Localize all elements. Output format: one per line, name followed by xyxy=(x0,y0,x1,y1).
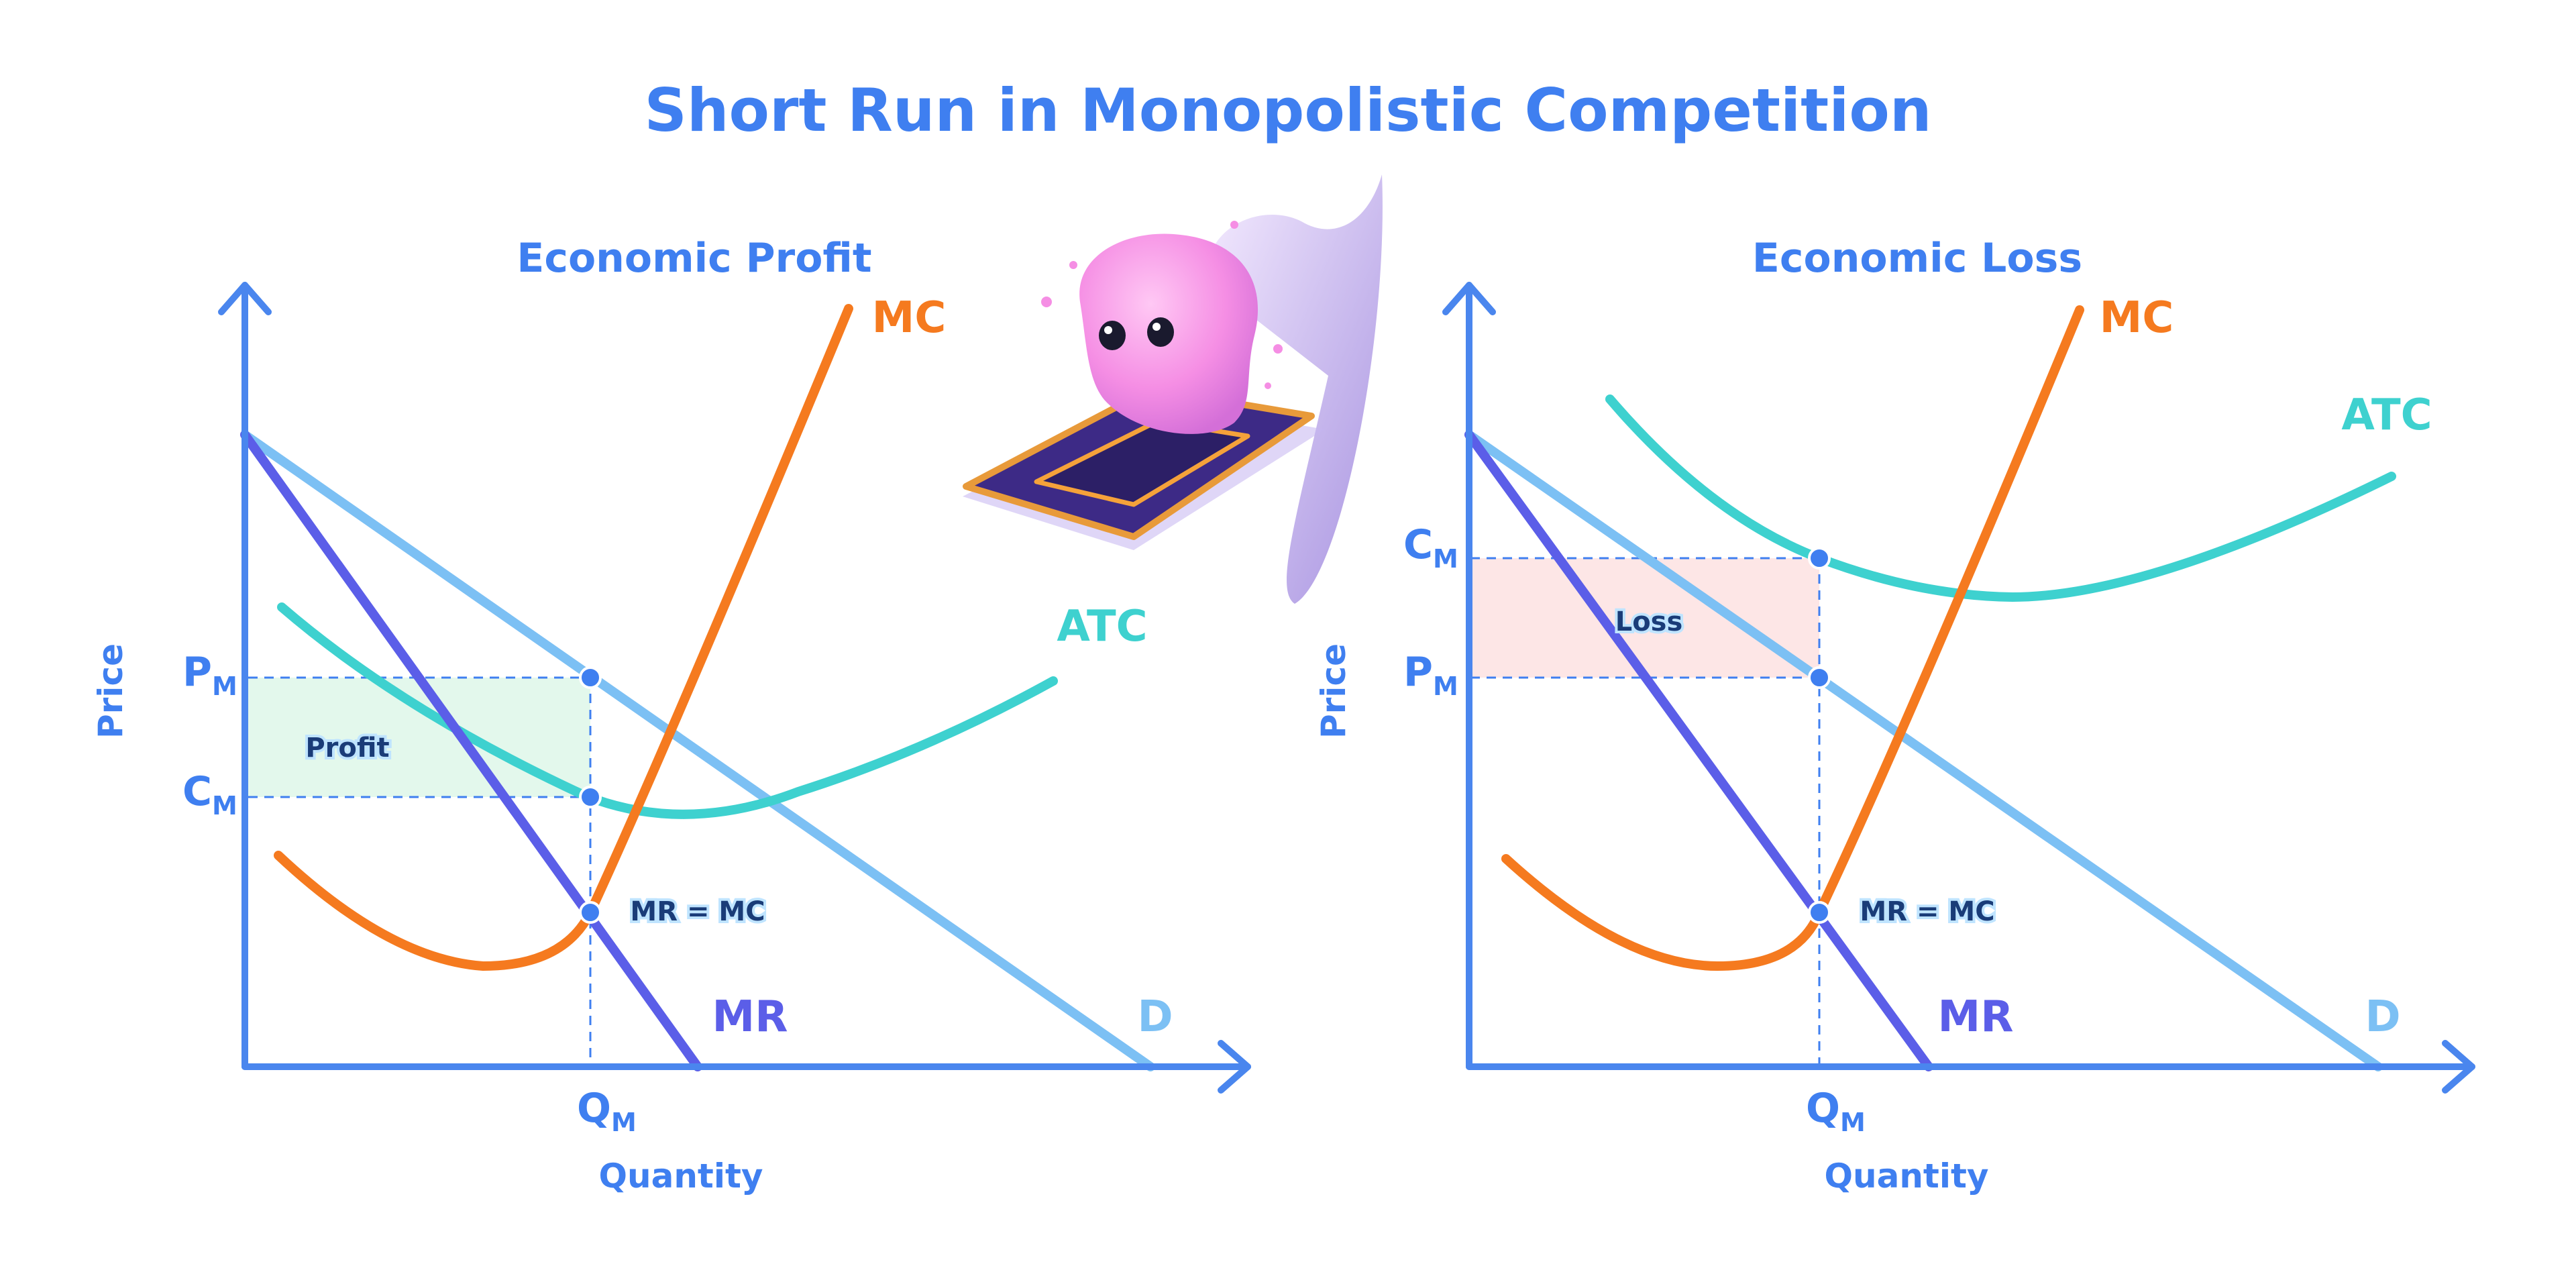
loss-region xyxy=(1470,558,1819,678)
cost-point xyxy=(1808,547,1831,570)
d-label: D xyxy=(1137,992,1173,1042)
demand-curve xyxy=(1464,430,2383,1071)
mr-label: MR xyxy=(1938,992,2014,1042)
cost-point xyxy=(579,786,602,808)
price-tick-label: PM xyxy=(1403,649,1458,701)
region-label: Profit xyxy=(305,733,389,763)
mr-curve xyxy=(240,430,702,1071)
atc-label: ATC xyxy=(2341,390,2432,440)
equilibrium-points xyxy=(1808,547,1831,924)
atc-curve xyxy=(277,602,1058,819)
mr-mc-point xyxy=(579,901,602,924)
mr-curve xyxy=(1464,430,1933,1071)
x-axis-label: Quantity xyxy=(1825,1157,1989,1196)
panel-title: Economic Loss xyxy=(1752,235,2082,282)
panel-title: Economic Profit xyxy=(517,235,871,282)
axes xyxy=(1442,282,2475,1094)
equilibrium-label: MR = MC xyxy=(1860,896,1994,927)
d-label: D xyxy=(2365,992,2400,1042)
mc-label: MC xyxy=(2100,293,2174,343)
guide-lines xyxy=(1470,557,1821,1067)
atc-curve xyxy=(1605,394,2396,602)
price-point xyxy=(1808,666,1831,689)
region-label: Loss xyxy=(1615,606,1683,637)
cost-tick-label: CM xyxy=(1403,521,1458,574)
guide-lines xyxy=(248,676,592,1067)
price-point xyxy=(579,666,602,689)
atc-label: ATC xyxy=(1057,602,1147,651)
y-axis-label: Price xyxy=(91,643,130,739)
mc-curve xyxy=(274,304,853,971)
axes xyxy=(218,282,1251,1094)
mc-label: MC xyxy=(872,293,947,343)
loss-panel: Economic Loss Price Quantity xyxy=(1314,235,2475,1196)
mr-mc-point xyxy=(1808,901,1831,924)
quantity-tick-label: QM xyxy=(1806,1085,1866,1137)
quantity-tick-label: QM xyxy=(577,1085,637,1137)
equilibrium-points xyxy=(579,666,602,924)
demand-curve xyxy=(240,430,1155,1071)
x-axis-label: Quantity xyxy=(599,1157,763,1196)
pink-blob-character-on-flying-carpet-icon xyxy=(963,174,1383,604)
main-title: Short Run in Monopolistic Competition xyxy=(644,76,1931,145)
y-axis-label: Price xyxy=(1314,643,1353,739)
profit-panel: Economic Profit Price Quantity xyxy=(91,235,1251,1196)
mr-label: MR xyxy=(712,992,788,1042)
price-tick-label: PM xyxy=(182,649,237,701)
profit-region xyxy=(248,678,590,797)
equilibrium-label: MR = MC xyxy=(630,896,765,927)
cost-tick-label: CM xyxy=(182,768,237,821)
